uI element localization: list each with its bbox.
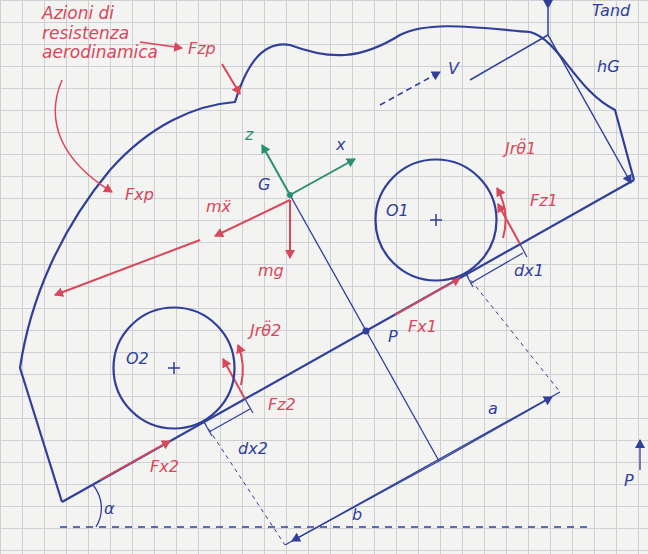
dimension-label: dx1: [514, 262, 544, 280]
point-label: G: [258, 176, 270, 194]
force-label: Fz1: [530, 192, 558, 210]
point-label: P: [624, 472, 634, 490]
force-label: Fz2: [268, 396, 296, 414]
dimension-label: a: [488, 400, 498, 418]
force-label: mg: [258, 262, 284, 280]
dimension-label: dx2: [238, 440, 268, 458]
force-label: mẍ: [206, 198, 231, 216]
moment-label: Jrθ̈2: [250, 322, 281, 340]
note-text: Tand: [592, 2, 630, 20]
force-label: Fx1: [408, 318, 437, 336]
moment-label: Jrθ̈1: [505, 140, 536, 158]
velocity-label: V: [448, 60, 459, 78]
axis-label: z: [245, 126, 253, 144]
wheel-circle: O1: [374, 158, 498, 282]
wheel-circle: O2: [112, 306, 236, 430]
wheel-outline: [374, 158, 498, 282]
dimension-label: b: [352, 506, 362, 524]
wheel-label: O2: [126, 349, 149, 368]
angle-label: α: [104, 500, 115, 518]
force-label: Fzp: [188, 40, 216, 58]
dimension-label: hG: [597, 58, 620, 76]
wheel-outline: [112, 306, 236, 430]
force-label: Fxp: [125, 186, 154, 204]
annotation-note: Azioni di resistenza aerodinamica: [42, 4, 174, 63]
force-label: Fx2: [150, 458, 179, 476]
axis-label: x: [336, 136, 345, 154]
point-label: P: [388, 328, 398, 346]
wheel-label: O1: [386, 201, 409, 220]
